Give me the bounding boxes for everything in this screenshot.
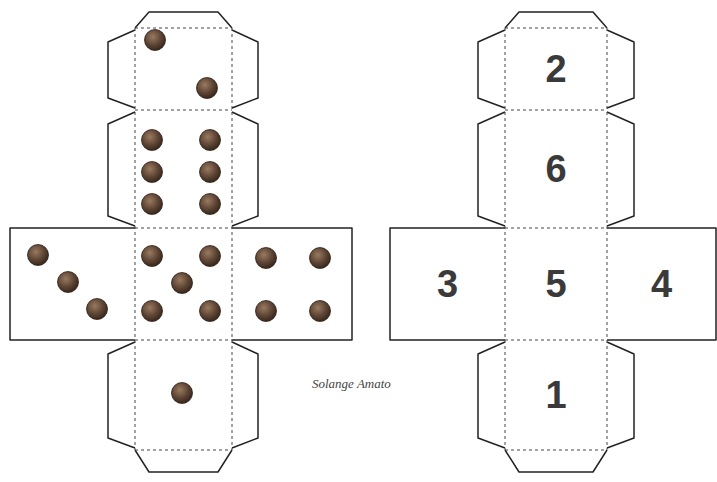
die-face: 3 [390,228,505,340]
face-number: 6 [545,150,566,188]
pip [200,246,221,267]
face-number: 5 [545,265,566,303]
left-net-outline [10,12,352,472]
fold-line [505,28,607,29]
fold-line [135,450,232,451]
glue-flap [607,112,634,226]
face-number: 2 [545,50,566,88]
face-number: 1 [545,376,566,414]
pip [197,78,218,99]
pip [200,301,221,322]
band-edge [607,228,716,340]
glue-flap [135,12,232,28]
glue-flap [232,30,258,108]
die-face: 5 [505,228,607,340]
left-net-folds [135,28,232,450]
glue-flap [478,30,505,108]
fold-line [505,110,607,111]
die-face: 1 [505,340,607,450]
right-net-outline [390,12,716,472]
pip [58,272,79,293]
fold-line [505,228,607,229]
glue-flap [108,342,135,448]
band-edge [232,228,352,340]
fold-line [232,28,233,450]
glue-flap [505,12,607,28]
pip [172,273,193,294]
pip [142,130,163,151]
pip [142,194,163,215]
pip [87,299,108,320]
pip [142,162,163,183]
pip [200,194,221,215]
fold-line [607,28,608,450]
fold-line [505,28,506,450]
fold-line [135,28,232,29]
fold-line [505,340,607,341]
pip [28,245,49,266]
pip [256,301,277,322]
die-face: 6 [505,110,607,228]
pip [172,383,193,404]
fold-line [135,228,232,229]
pip [142,301,163,322]
fold-line [135,28,136,450]
fold-line [135,110,232,111]
glue-flap [478,342,505,448]
face-number: 3 [437,265,458,303]
glue-flap [232,112,258,226]
die-face: 4 [607,228,716,340]
die-face: 2 [505,28,607,110]
glue-flap [505,450,607,472]
pip [142,246,163,267]
band-edge [390,228,505,340]
glue-flap [135,450,232,472]
pip [310,301,331,322]
pip [145,30,166,51]
pip [256,248,277,269]
face-number: 4 [651,265,672,303]
glue-flap [108,30,135,108]
pip [310,248,331,269]
glue-flap [478,112,505,226]
glue-flap [108,112,135,226]
band-edge [10,228,135,340]
glue-flap [232,342,258,448]
pip [200,130,221,151]
glue-flap [607,342,634,448]
right-net-folds [505,28,607,450]
fold-line [135,340,232,341]
glue-flap [607,30,634,108]
pips [28,30,331,404]
pip [200,162,221,183]
signature: Solange Amato [312,376,391,392]
fold-line [505,450,607,451]
